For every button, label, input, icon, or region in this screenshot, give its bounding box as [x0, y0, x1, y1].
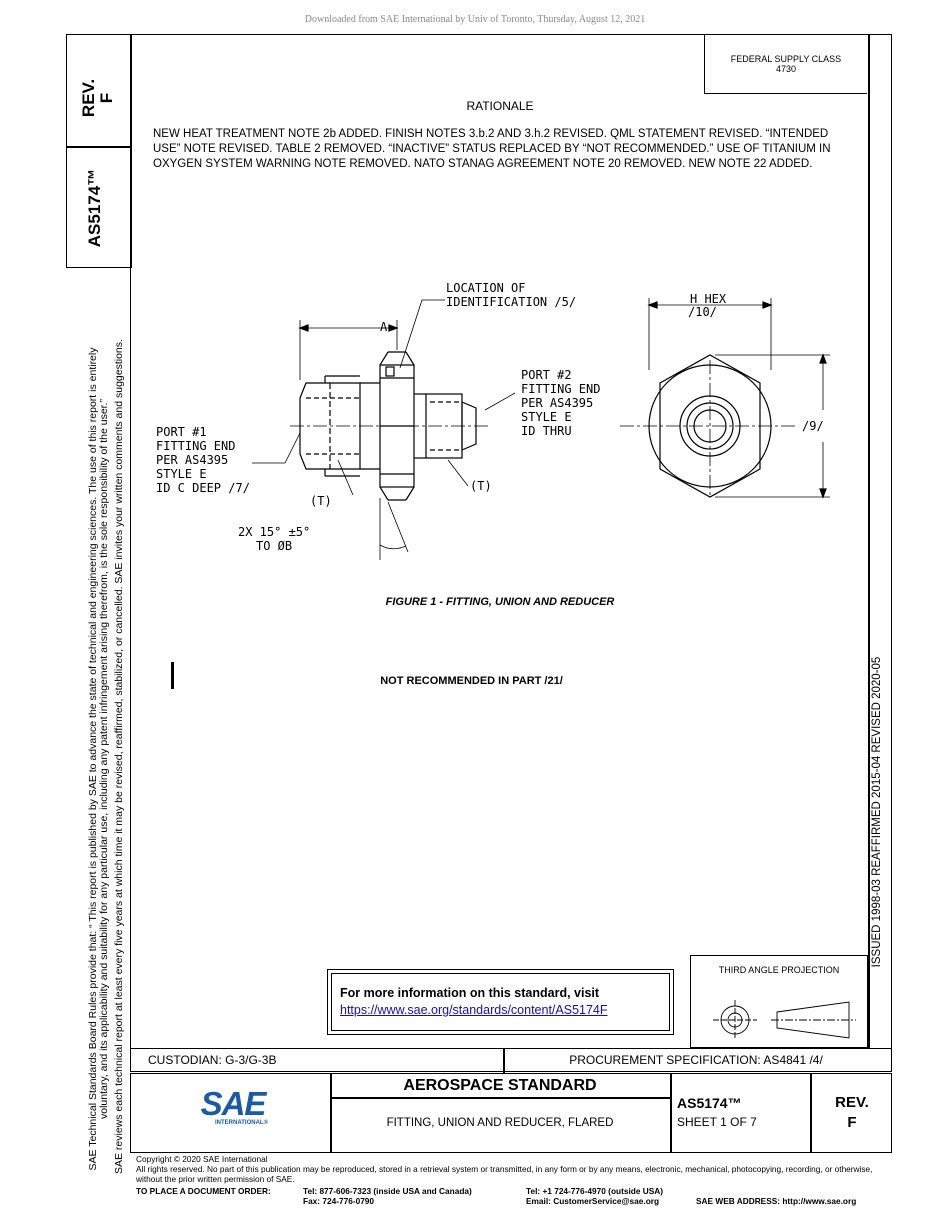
side-note-line2: voluntary, and its applicability and sui…	[98, 399, 110, 1120]
label-angle-2: TO ØB	[256, 539, 292, 553]
title-block	[130, 1073, 892, 1153]
label-port1-4: STYLE E	[156, 467, 207, 481]
revision-block: REV. F	[812, 1093, 892, 1133]
title-block-divider-3	[810, 1073, 812, 1153]
title-block-hdivider	[330, 1097, 670, 1099]
more-info-title: For more information on this standard, v…	[340, 986, 600, 1000]
federal-supply-box: FEDERAL SUPPLY CLASS 4730	[704, 34, 867, 94]
label-t-right: (T)	[470, 479, 492, 493]
projection-symbol	[713, 1000, 856, 1040]
federal-supply-label: FEDERAL SUPPLY CLASS	[730, 54, 842, 64]
federal-supply-value: 4730	[775, 64, 797, 74]
hex-end-view	[659, 354, 761, 498]
sae-logo-text: SAE	[200, 1085, 267, 1122]
title-block-divider-2	[670, 1073, 672, 1153]
left-rev-label: REV.	[79, 78, 98, 118]
title-block-row1-divider	[503, 1048, 505, 1074]
left-tab-divider	[66, 146, 130, 148]
order-fax: Fax: 724-776-0790	[303, 1196, 375, 1206]
copyright: Copyright © 2020 SAE International	[136, 1154, 268, 1164]
document-title: FITTING, UNION AND REDUCER, FLARED	[386, 1117, 614, 1129]
label-port1-3: PER AS4395	[156, 453, 228, 467]
figure-caption: FIGURE 1 - FITTING, UNION AND REDUCER	[385, 596, 615, 608]
rev-label: REV.	[835, 1094, 869, 1111]
not-recommended-note: NOT RECOMMENDED IN PART /21/	[380, 675, 563, 687]
right-strip-line	[868, 34, 870, 1049]
title-block-row1	[130, 1048, 892, 1074]
order-email: Email: CustomerService@sae.org	[526, 1196, 660, 1206]
more-info-box: For more information on this standard, v…	[327, 969, 674, 1035]
label-t-left: (T)	[310, 494, 332, 508]
rationale-body: NEW HEAT TREATMENT NOTE 2b ADDED. FINISH…	[153, 128, 831, 170]
left-tab-box	[66, 34, 132, 268]
title-block-divider-1	[330, 1073, 332, 1153]
sae-logo: SAE INTERNATIONAL®	[198, 1086, 268, 1134]
custodian: CUSTODIAN: G-3/G-3B	[148, 1053, 277, 1067]
label-port2-4: STYLE E	[521, 410, 572, 424]
label-angle-1: 2X 15° ±5°	[238, 525, 310, 539]
sae-logo-sub: INTERNATIONAL®	[215, 1120, 268, 1126]
projection-title: THIRD ANGLE PROJECTION	[718, 965, 840, 975]
standard-type: AEROSPACE STANDARD	[403, 1077, 597, 1094]
procurement-spec: PROCUREMENT SPECIFICATION: AS4841 /4/	[569, 1053, 823, 1067]
revision-history: ISSUED 1998-03 REAFFIRMED 2015-04 REVISE…	[871, 656, 883, 968]
order-tel-usa: Tel: 877-606-7323 (inside USA and Canada…	[303, 1186, 472, 1196]
label-hex-2: /10/	[688, 305, 717, 319]
rev-value: F	[847, 1114, 857, 1131]
order-label: TO PLACE A DOCUMENT ORDER:	[136, 1186, 271, 1196]
label-dim-a: A	[380, 320, 388, 334]
label-port2-3: PER AS4395	[521, 396, 593, 410]
change-bar	[171, 662, 174, 689]
label-port2-2: FITTING END	[521, 382, 600, 396]
left-doc-number: AS5174™	[85, 168, 104, 248]
order-tel-outside: Tel: +1 724-776-4970 (outside USA)	[526, 1186, 664, 1196]
sheet-number: SHEET 1 OF 7	[677, 1115, 757, 1129]
label-port1-5: ID C DEEP /7/	[156, 481, 250, 495]
label-hex-1: H HEX	[690, 292, 727, 306]
label-location-2: IDENTIFICATION /5/	[446, 295, 576, 309]
fitting-drawing: LOCATION OF IDENTIFICATION /5/ A PORT #1…	[156, 281, 830, 560]
label-port1-1: PORT #1	[156, 425, 207, 439]
more-info-link[interactable]: https://www.sae.org/standards/content/AS…	[340, 1003, 608, 1017]
web-address: SAE WEB ADDRESS: http://www.sae.org	[696, 1196, 857, 1206]
label-port2-5: ID THRU	[521, 424, 572, 438]
rights-statement: All rights reserved. No part of this pub…	[136, 1164, 873, 1184]
label-port2-1: PORT #2	[521, 368, 572, 382]
copyright-block: Copyright © 2020 SAE International All r…	[136, 1154, 896, 1184]
left-rev: REV.F	[79, 58, 120, 138]
page-frame	[130, 34, 892, 1072]
label-dim-9: /9/	[802, 419, 824, 433]
document-number: AS5174™	[677, 1095, 742, 1111]
side-note-line3: SAE reviews each technical report at lea…	[113, 339, 125, 1174]
download-notice: Downloaded from SAE International by Uni…	[304, 14, 646, 25]
label-location-1: LOCATION OF	[446, 281, 525, 295]
left-rev-value: F	[97, 92, 116, 104]
rationale-title: RATIONALE	[466, 99, 534, 113]
third-angle-projection: THIRD ANGLE PROJECTION	[690, 955, 868, 1048]
label-port1-2: FITTING END	[156, 439, 235, 453]
